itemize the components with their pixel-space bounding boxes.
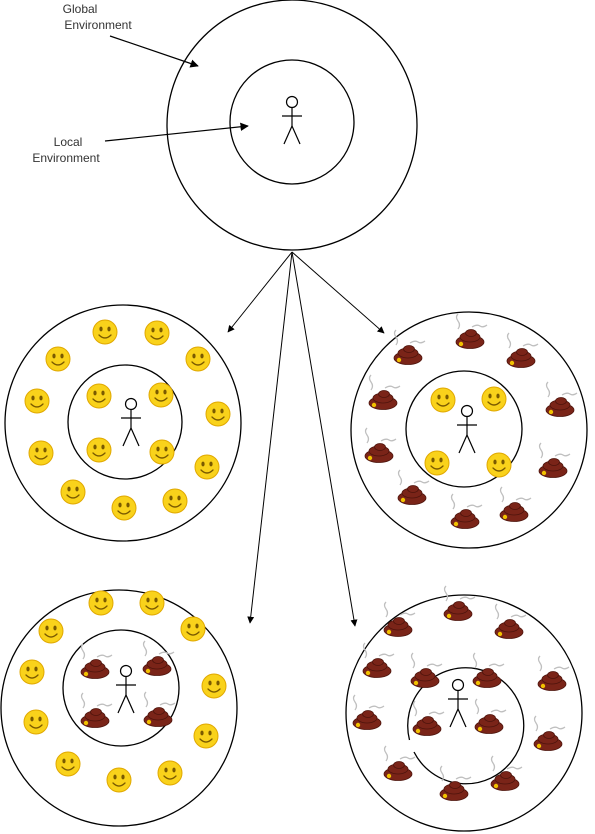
poop-icon [474,698,507,734]
global-environment-circle [4,304,242,542]
smiley-group [24,319,231,521]
smiley-icon [111,495,137,521]
smiley-icon [86,437,112,463]
smiley-icon [24,388,50,414]
smiley-icon [193,723,219,749]
poop-icon [506,332,539,368]
smiley-group [86,382,175,465]
global-environment-circle [345,594,583,832]
smiley-icon [88,590,114,616]
smiley-icon [139,590,165,616]
poop-icon [397,469,430,505]
global-label-arrow [109,35,199,68]
scenario-global-poop-local-poop [345,585,583,832]
poop-icon [142,640,175,676]
person-icon [282,95,302,145]
smiley-icon [86,383,112,409]
smiley-icon [19,659,45,685]
poop-icon [533,715,566,751]
poop-icon [490,755,523,791]
person-icon [457,404,477,454]
poop-group [364,313,578,529]
person-icon [116,664,136,714]
poop-icon [80,643,113,679]
poop-icon [450,493,483,529]
poop-icon [80,692,113,728]
smiley-icon [148,382,174,408]
poop-icon [538,442,571,478]
poop-group [352,585,570,801]
smiley-icon [486,452,512,478]
top-model [166,0,418,251]
local-label-arrow [104,122,249,142]
poop-icon [412,700,445,736]
poop-icon [494,603,527,639]
poop-icon [499,486,532,522]
arrow-to-scenario-1 [227,251,293,333]
local-environment-circle [229,59,355,185]
local-label-line2: Environment [32,151,100,165]
person-icon [121,397,141,447]
local-environment-circle [67,364,183,480]
poop-icon [455,313,488,349]
poop-icon [383,745,416,781]
smiley-icon [106,767,132,793]
person-icon [448,678,468,728]
poop-icon [443,585,476,621]
smiley-icon [162,488,188,514]
poop-icon [439,765,472,801]
poop-icon [383,601,416,637]
arrow-to-scenario-3 [247,251,293,624]
scenario-global-happy-local-poop [0,589,238,827]
smiley-icon [55,751,81,777]
smiley-icon [28,440,54,466]
smiley-icon [23,709,49,735]
smiley-icon [60,479,86,505]
smiley-icon [481,386,507,412]
scenario-global-happy-local-happy [4,304,242,542]
poop-icon [352,694,385,730]
poop-group [80,640,176,728]
global-label-line1: Global [63,2,98,16]
smiley-icon [185,346,211,372]
local-environment-circle [405,370,523,488]
poop-icon [472,652,505,688]
global-environment-circle [0,589,238,827]
arrow-to-scenario-2 [291,251,385,334]
scenario-global-poop-local-happy [350,311,588,549]
smiley-icon [205,401,231,427]
poop-icon [364,427,397,463]
poop-icon [143,691,176,727]
poop-icon [362,642,395,678]
global-environment-circle [166,0,418,251]
smiley-icon [149,439,175,465]
smiley-icon [45,346,71,372]
smiley-icon [157,760,183,786]
poop-icon [545,381,578,417]
smiley-group [19,590,227,793]
arrow-to-scenario-4 [291,251,358,627]
poop-group [410,652,507,736]
smiley-group [424,386,512,478]
local-environment-circle [62,629,180,747]
smiley-icon [201,673,227,699]
smiley-icon [194,454,220,480]
smiley-icon [38,618,64,644]
local-label-line1: Local [54,135,83,149]
smiley-icon [92,319,118,345]
smiley-icon [144,320,170,346]
global-environment-circle [350,311,588,549]
smiley-icon [180,616,206,642]
poop-icon [393,329,426,365]
poop-icon [410,652,443,688]
connector-arrows [227,251,385,627]
global-label-line2: Environment [64,18,132,32]
smiley-icon [424,450,450,476]
poop-icon [368,374,401,410]
poop-icon [537,655,570,691]
smiley-icon [430,387,456,413]
